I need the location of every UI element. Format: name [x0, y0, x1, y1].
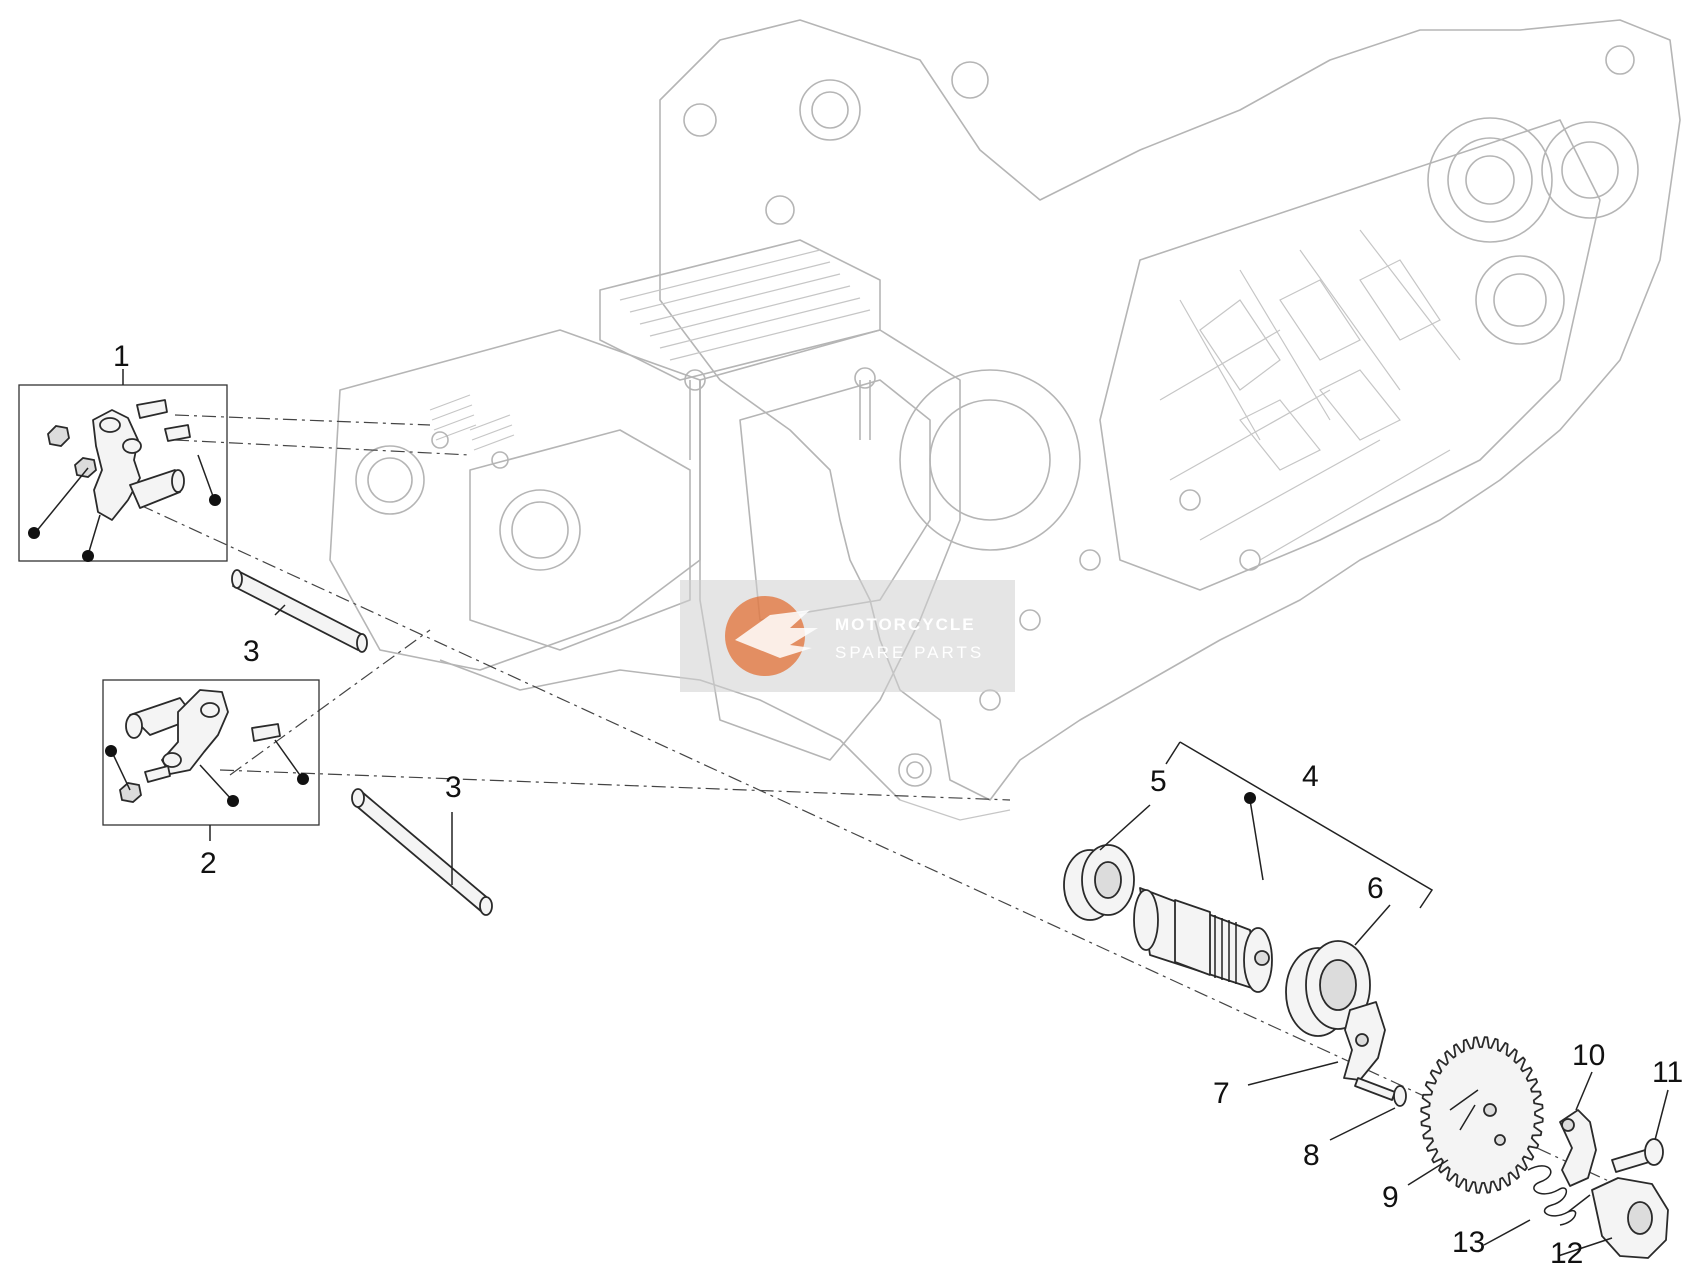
callout-11: 11: [1652, 1056, 1683, 1089]
assembly-axis-lines: [139, 414, 1651, 1201]
bearing-5: [1063, 804, 1151, 921]
callout-4: 4: [1302, 760, 1319, 793]
cam-sprocket-9: [1407, 1036, 1544, 1194]
callout-9: 9: [1382, 1181, 1399, 1214]
camshaft-assembly: [1063, 741, 1434, 1037]
callout-13: 13: [1452, 1226, 1485, 1259]
callout-labels: 1 3 2 3 4 5 6 7 8 9 10 11 12 13: [113, 340, 1683, 1270]
callout-5: 5: [1150, 765, 1167, 798]
callout-7: 7: [1213, 1077, 1230, 1110]
screw-8: [1329, 1077, 1407, 1141]
watermark-wing-icon: [735, 610, 818, 658]
rocker-shaft-upper: [231, 569, 368, 653]
bolt-11: [1611, 1089, 1669, 1173]
group-box-2: [102, 679, 320, 826]
callout-2: 2: [200, 847, 217, 880]
bearing-6: [1285, 904, 1391, 1037]
rocker-arm-group-2: [102, 679, 320, 841]
watermark-line2: SPARE PARTS: [835, 643, 984, 662]
callout-3b: 3: [445, 771, 462, 804]
camshaft: [1133, 887, 1273, 993]
callout-10: 10: [1572, 1039, 1605, 1072]
decompressor-weight-10: [1559, 1071, 1597, 1187]
callout-12: 12: [1550, 1237, 1583, 1270]
engine-crankcase: [329, 19, 1681, 821]
watermark: MOTORCYCLE SPARE PARTS: [680, 580, 1015, 692]
rocker-arm-group-1: [18, 369, 228, 562]
rocker-shaft-lower: [351, 788, 493, 916]
callout-8: 8: [1303, 1139, 1320, 1172]
callout-3a: 3: [243, 635, 260, 668]
watermark-line1: MOTORCYCLE: [835, 615, 976, 634]
callout-1: 1: [113, 340, 130, 373]
cover-12: [1557, 1177, 1669, 1259]
spring-13: [1483, 1165, 1591, 1246]
callout-6: 6: [1367, 872, 1384, 905]
